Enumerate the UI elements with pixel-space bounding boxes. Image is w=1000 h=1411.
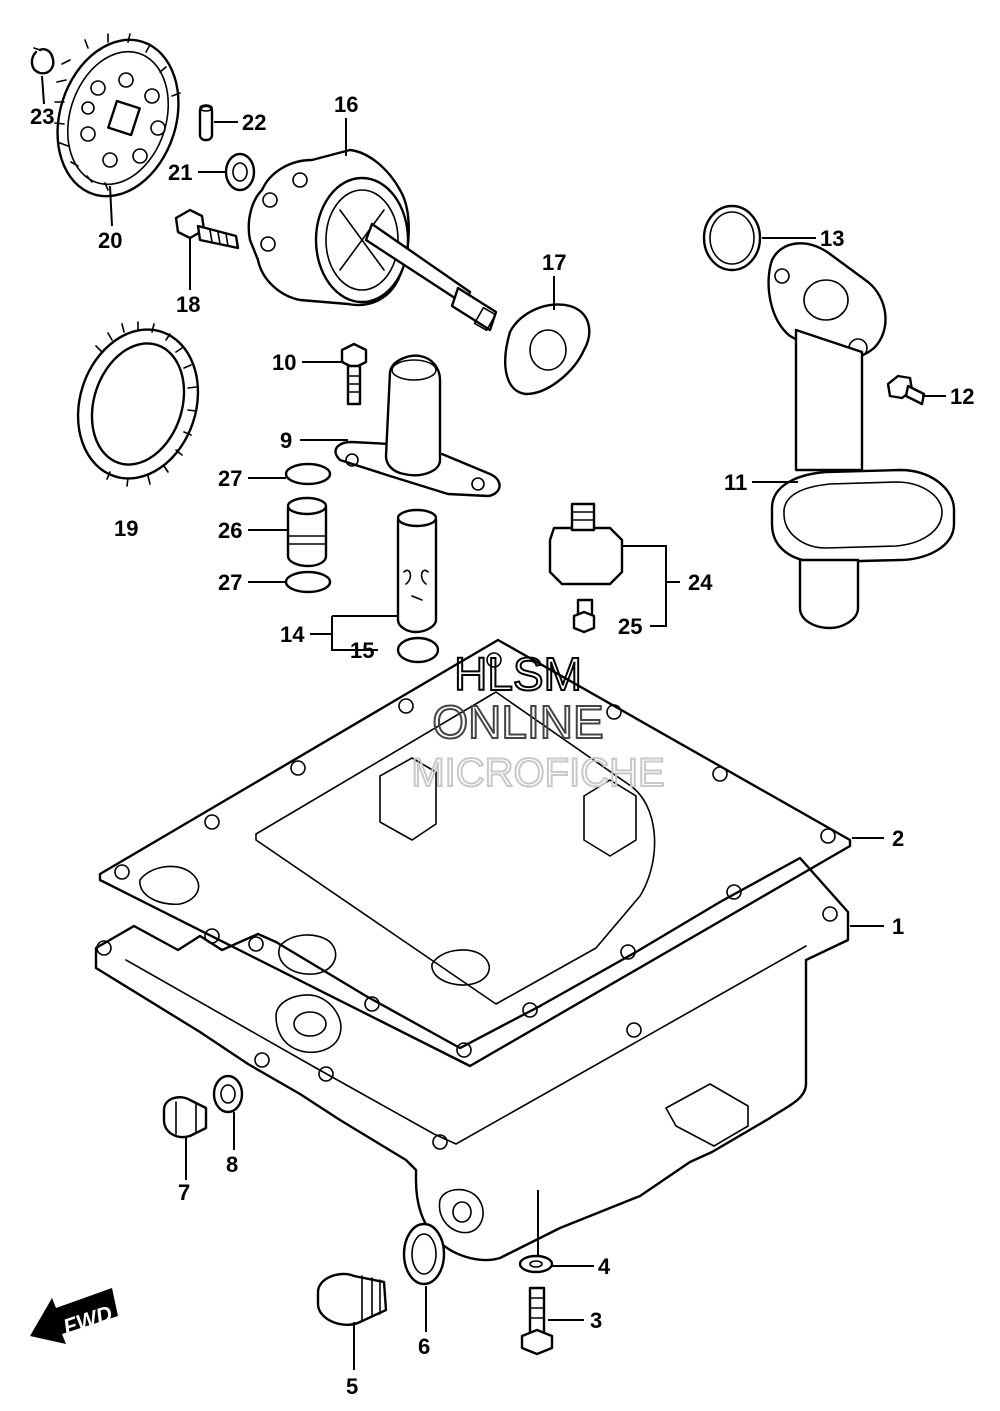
bolt-part-12[interactable] [886, 374, 926, 406]
washer-part-4[interactable] [518, 1254, 554, 1274]
callout-15: 15 [350, 638, 374, 663]
callout-labels: 23 20 22 21 18 16 17 13 12 11 19 10 9 27… [30, 92, 974, 1399]
bolt-part-10[interactable] [340, 342, 368, 406]
o-ring-part-15[interactable] [396, 636, 440, 664]
callout-27-lower: 27 [218, 570, 242, 595]
watermark: HLSM ONLINE MICROFICHE [410, 647, 665, 796]
callout-25: 25 [618, 614, 642, 639]
callout-23: 23 [30, 104, 54, 129]
callout-8: 8 [226, 1152, 238, 1177]
callout-27-upper: 27 [218, 466, 242, 491]
callout-12: 12 [950, 384, 974, 409]
callout-21: 21 [168, 160, 192, 185]
callout-16: 16 [334, 92, 358, 117]
watermark-line-1: HLSM [454, 648, 582, 700]
callout-4: 4 [598, 1254, 611, 1279]
watermark-line-3: MICROFICHE [411, 751, 664, 795]
dowel-pin-part[interactable] [198, 104, 214, 142]
oil-pump-part[interactable] [247, 148, 498, 332]
drain-plug-part-7[interactable] [162, 1096, 208, 1139]
watermark-line-2: ONLINE [432, 696, 603, 748]
callout-5: 5 [346, 1374, 358, 1399]
circlip-part[interactable] [30, 47, 55, 75]
callout-10: 10 [272, 350, 296, 375]
oil-pipe-part-14[interactable] [396, 508, 438, 634]
oil-pressure-switch[interactable] [548, 502, 624, 586]
callout-11: 11 [724, 470, 747, 495]
callout-18: 18 [176, 292, 200, 317]
callout-9: 9 [280, 428, 292, 453]
callout-13: 13 [820, 226, 844, 251]
callout-24: 24 [688, 570, 713, 595]
oil-pan-gasket[interactable] [98, 638, 852, 1068]
callout-17: 17 [542, 250, 566, 275]
callout-26: 26 [218, 518, 242, 543]
gasket-ring-part-6[interactable] [402, 1222, 446, 1286]
bolt-part-25[interactable] [572, 598, 596, 634]
callout-14: 14 [280, 622, 305, 647]
callout-19: 19 [114, 516, 138, 541]
callout-2: 2 [892, 826, 904, 851]
callout-20: 20 [98, 228, 122, 253]
bolt-part-3[interactable] [520, 1286, 554, 1356]
oil-pan[interactable] [94, 757, 850, 1262]
driven-gear-ring[interactable] [59, 314, 216, 494]
washer-part-21[interactable] [224, 152, 256, 192]
forward-direction-arrow: FWD [30, 1288, 118, 1344]
o-ring-part-13[interactable] [702, 204, 762, 272]
oil-strainer-holder[interactable] [334, 354, 501, 498]
sleeve-part-26[interactable] [286, 496, 328, 568]
callout-1: 1 [892, 914, 904, 939]
drain-plug-part-5[interactable] [316, 1272, 388, 1327]
bolt-part-18[interactable] [174, 208, 240, 250]
leader-lines [41, 75, 946, 1370]
o-ring-part-27-upper[interactable] [284, 462, 332, 486]
callout-6: 6 [418, 1334, 430, 1359]
oil-pump-sprocket[interactable] [38, 24, 198, 212]
washer-part-8[interactable] [212, 1074, 244, 1114]
oil-strainer-part-11[interactable] [767, 242, 956, 630]
callout-7: 7 [178, 1180, 190, 1205]
pump-gasket-part[interactable] [504, 303, 591, 396]
callout-3: 3 [590, 1308, 602, 1333]
o-ring-part-27-lower[interactable] [284, 570, 332, 594]
callout-22: 22 [242, 110, 266, 135]
